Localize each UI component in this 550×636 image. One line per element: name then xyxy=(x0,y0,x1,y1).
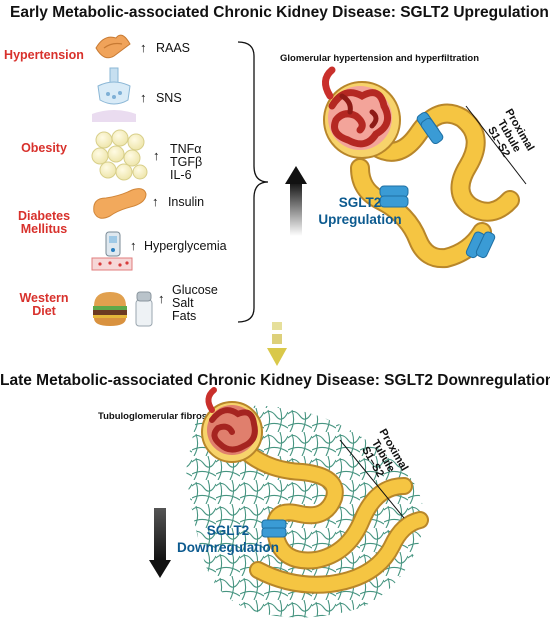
late-subtitle: Tubuloglomerular fibrosis xyxy=(98,411,215,422)
up-arrow-icon: ↑ xyxy=(140,40,147,55)
mediator-inflammatory: ↑ TNFα TGFβ IL-6 xyxy=(153,142,203,182)
sglt2-transporter-icon xyxy=(261,519,287,538)
sglt2-upregulation-label: SGLT2 Upregulation xyxy=(318,195,402,227)
risk-western-line2: Diet xyxy=(32,304,56,318)
up-arrow-icon: ↑ xyxy=(140,90,147,105)
risk-western-line1: Western xyxy=(19,291,69,305)
downregulation-arrow-icon xyxy=(149,508,171,578)
adipocytes-icon xyxy=(91,129,148,181)
risk-obesity: Obesity xyxy=(21,141,67,155)
brace-icon xyxy=(237,41,269,323)
glucometer-icon xyxy=(105,231,121,257)
mediator-hyperglycemia: ↑ Hyperglycemia xyxy=(130,238,227,253)
risk-hypertension: Hypertension xyxy=(4,48,84,62)
risk-diabetes-line1: Diabetes xyxy=(17,209,71,223)
up-arrow-icon: ↑ xyxy=(152,194,159,209)
salt-shaker-icon xyxy=(135,291,153,327)
up-arrow-icon: ↑ xyxy=(130,238,137,253)
sglt2-transporter-icon xyxy=(379,111,496,259)
blood-vessel-icon xyxy=(91,257,133,271)
mediator-sns: ↑ SNS xyxy=(140,90,182,105)
pancreas-icon xyxy=(93,188,147,219)
early-title: Early Metabolic-associated Chronic Kidne… xyxy=(10,4,549,21)
burger-icon xyxy=(93,292,127,326)
up-arrow-icon: ↑ xyxy=(153,148,160,163)
late-title: Late Metabolic-associated Chronic Kidney… xyxy=(0,372,550,389)
risk-diabetes: Diabetes Mellitus xyxy=(4,210,84,236)
mediator-diet: ↑ Glucose Salt Fats xyxy=(158,283,218,323)
mediator-insulin: ↑ Insulin xyxy=(152,194,205,209)
sglt2-downregulation-label: SGLT2 Downregulation xyxy=(177,523,279,555)
early-subtitle: Glomerular hypertension and hyperfiltrat… xyxy=(280,53,480,64)
transition-arrow-icon xyxy=(267,322,287,366)
risk-diabetes-line2: Mellitus xyxy=(20,222,68,236)
up-arrow-icon: ↑ xyxy=(158,291,165,306)
risk-western-diet: Western Diet xyxy=(4,292,84,318)
kidney-nephron-icon-late xyxy=(186,387,429,618)
synapse-icon xyxy=(92,67,136,122)
mediator-raas: ↑ RAAS xyxy=(140,40,190,55)
kidney-adrenal-icon xyxy=(95,34,131,59)
kidney-nephron-icon-early xyxy=(322,66,527,269)
upregulation-arrow-icon xyxy=(285,166,307,236)
